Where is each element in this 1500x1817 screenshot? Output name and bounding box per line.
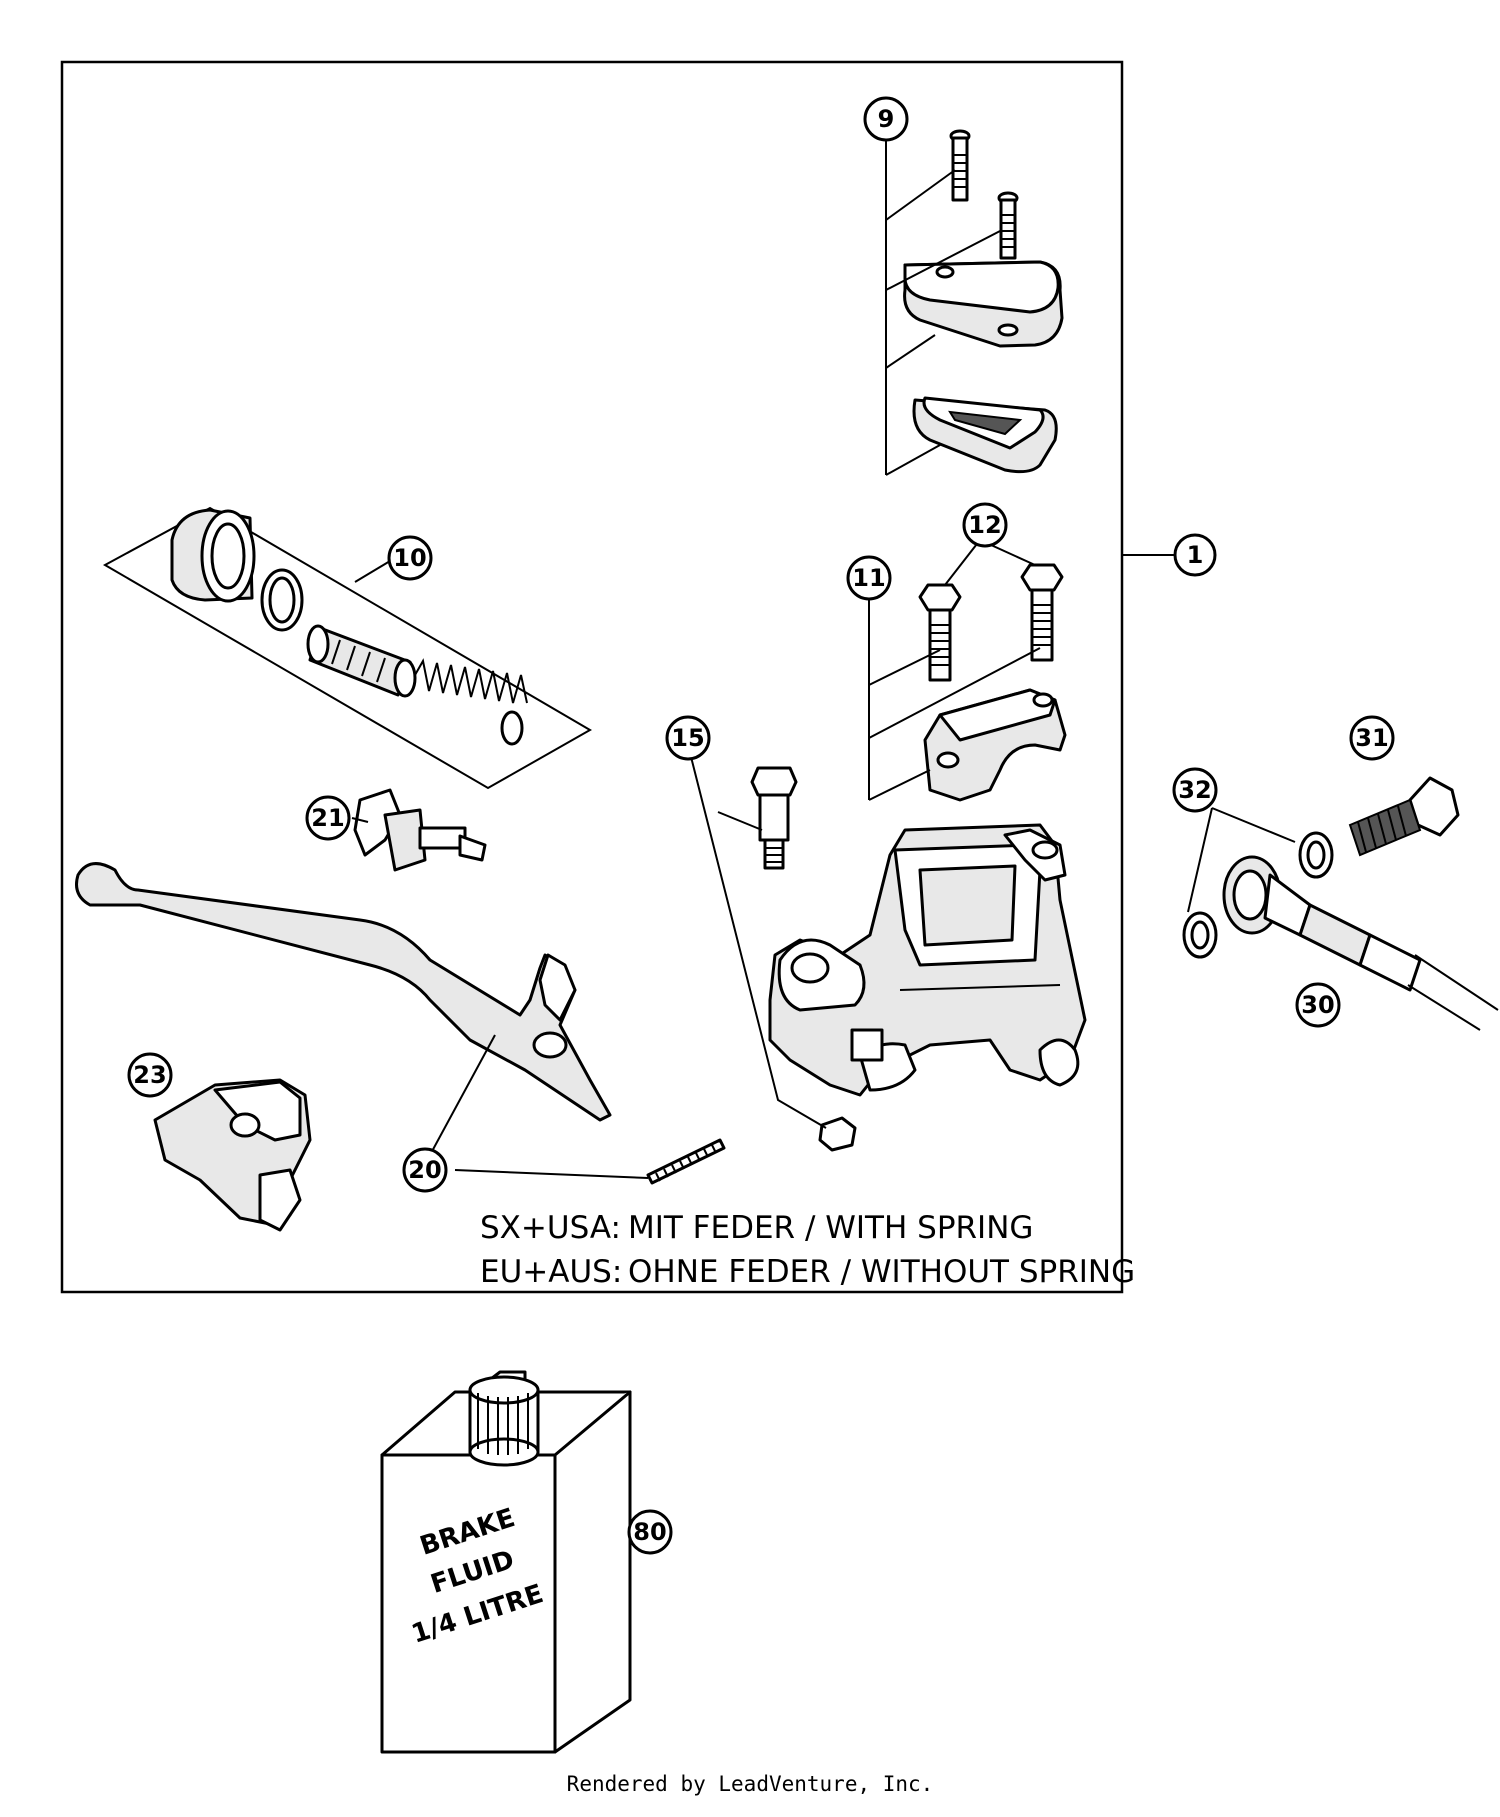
callout-1: 1 (1173, 533, 1217, 577)
callout-80: 80 (627, 1509, 673, 1555)
svg-text:11: 11 (852, 564, 885, 592)
pivot-bolt-group (687, 744, 857, 1152)
note-region-2: EU+AUS: (480, 1254, 622, 1290)
callout-12: 12 (962, 502, 1008, 548)
pivot-bolt (750, 766, 798, 870)
callout-11: 11 (846, 555, 892, 601)
piston-boot (170, 508, 256, 603)
footer-credit: Rendered by LeadVenture, Inc. (566, 1772, 934, 1796)
callout-9: 9 (863, 96, 909, 142)
brake-lever (75, 862, 612, 1156)
callout-10: 10 (387, 535, 433, 581)
piston-spring (414, 658, 528, 704)
note-region-1: SX+USA: (480, 1210, 621, 1246)
handlebar-clamp-group (868, 539, 1067, 802)
piston (306, 624, 417, 698)
can-cap (468, 1375, 540, 1467)
reservoir-diaphragm (912, 396, 1058, 474)
note-text-2: OHNE FEDER / WITHOUT SPRING (628, 1254, 1135, 1290)
brake-line-group (1182, 776, 1499, 1031)
lever-spring (454, 1138, 726, 1185)
callout-21: 21 (305, 795, 351, 841)
assembly-frame (60, 60, 1124, 1294)
lever-adjuster (351, 788, 487, 872)
lever-guard (153, 1078, 312, 1232)
cover-screw (997, 191, 1019, 260)
callout-31: 31 (1349, 715, 1395, 761)
callout-23: 23 (127, 1052, 173, 1098)
svg-text:31: 31 (1355, 724, 1388, 752)
svg-text:32: 32 (1178, 776, 1211, 804)
svg-text:1: 1 (1187, 541, 1204, 569)
svg-text:15: 15 (671, 724, 704, 752)
svg-text:21: 21 (311, 804, 344, 832)
handlebar-clamp (923, 688, 1067, 802)
piston-kit-group (102, 506, 593, 790)
cover-screw (949, 129, 971, 202)
note-text-1: MIT FEDER / WITH SPRING (628, 1210, 1033, 1246)
pivot-nut (818, 1116, 857, 1152)
brake-fluid-can: BRAKE FLUID 1/4 LITRE (380, 1370, 632, 1754)
svg-text:23: 23 (133, 1061, 166, 1089)
svg-text:9: 9 (878, 105, 895, 133)
clamp-bolt (918, 583, 962, 682)
svg-text:10: 10 (393, 544, 426, 572)
callout-32: 32 (1172, 767, 1218, 813)
svg-text:30: 30 (1301, 991, 1334, 1019)
callout-20: 20 (402, 1147, 448, 1193)
svg-text:12: 12 (968, 511, 1001, 539)
clamp-bolt (1020, 563, 1064, 662)
svg-text:80: 80 (633, 1518, 666, 1546)
svg-text:20: 20 (408, 1156, 441, 1184)
reservoir-cover-group (885, 129, 1064, 476)
banjo-bolt (1348, 776, 1460, 857)
master-cylinder-body (768, 823, 1087, 1097)
reservoir-cover (903, 260, 1064, 348)
callout-30: 30 (1295, 982, 1341, 1028)
brake-hose (1222, 855, 1499, 1031)
callout-15: 15 (665, 715, 711, 761)
